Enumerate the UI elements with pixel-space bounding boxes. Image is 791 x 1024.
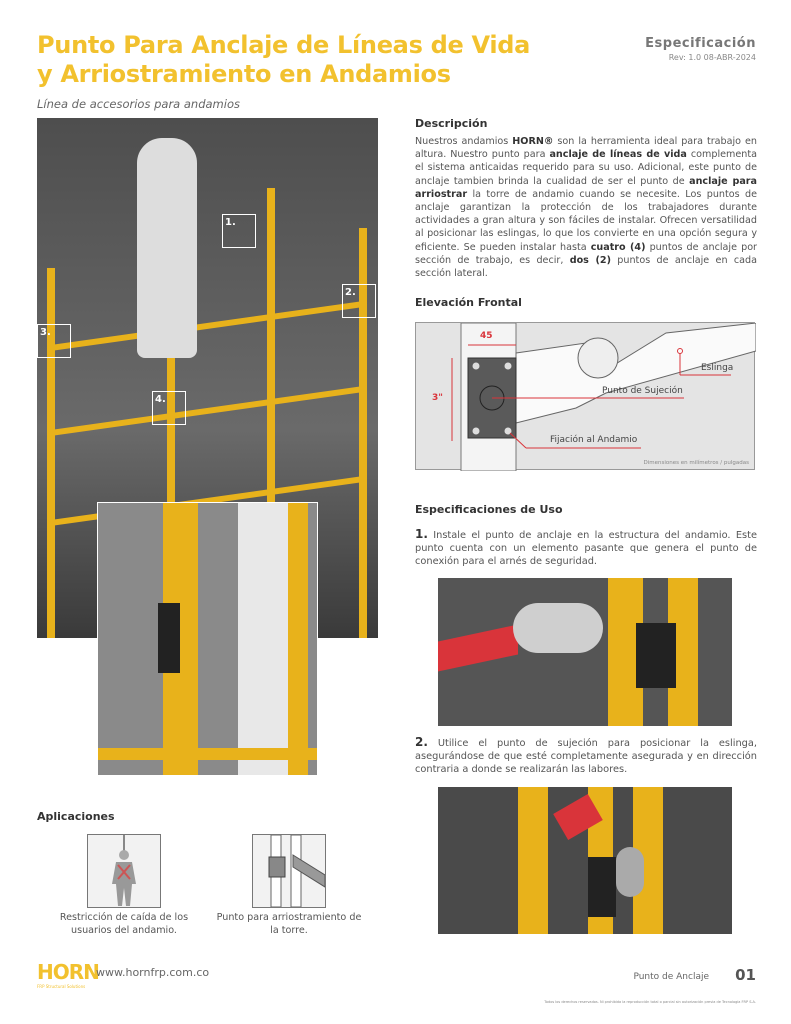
- label-sling: Eslinga: [701, 363, 734, 373]
- description-section: Descripción Nuestros andamios HORN® son …: [415, 117, 757, 280]
- worker-harness-icon: [87, 834, 161, 908]
- revision: Rev: 1.0 08-ABR-2024: [668, 53, 756, 62]
- application-fall-restraint: Restricción de caída de los usuarios del…: [49, 834, 199, 937]
- description-text: Nuestros andamios HORN® son la herramien…: [415, 136, 758, 280]
- page-label: Punto de Anclaje: [633, 972, 709, 982]
- label-point: Punto de Sujeción: [602, 386, 683, 396]
- label-fixing: Fijación al Andamio: [550, 435, 638, 445]
- dimensions-note: Dimensiones en milímetros / pulgadas: [643, 460, 749, 466]
- page-number: 01: [735, 966, 756, 984]
- elevation-diagram: 45 3" Eslinga Punto de Sujeción Fijación…: [415, 322, 756, 471]
- dim-height: 3": [432, 393, 443, 403]
- badge-3: 3.: [37, 324, 71, 358]
- application-bracing: Punto para arriostramiento de la torre.: [214, 834, 364, 937]
- legal-notice: Todos los derechos reservados. Ni prohib…: [544, 1000, 756, 1004]
- usage-step-1: 1. Instale el punto de anclaje en la est…: [415, 527, 757, 568]
- step-2-photo: [438, 787, 732, 934]
- dim-width: 45: [480, 331, 493, 341]
- applications-heading: Aplicaciones: [37, 810, 115, 823]
- usage-step-2: 2. Utilice el punto de sujeción para pos…: [415, 735, 757, 776]
- website-link[interactable]: www.hornfrp.com.co: [96, 966, 210, 979]
- usage-heading: Especificaciones de Uso: [415, 503, 563, 516]
- subtitle: Línea de accesorios para andamios: [37, 97, 240, 111]
- elevation-heading: Elevación Frontal: [415, 296, 522, 309]
- description-heading: Descripción: [415, 117, 488, 130]
- badge-1: 1.: [222, 214, 256, 248]
- bracing-point-icon: [252, 834, 326, 908]
- step-1-photo: [438, 578, 732, 726]
- badge-2: 2.: [342, 284, 376, 318]
- badge-4: 4.: [152, 391, 186, 425]
- inset-photo: [97, 502, 318, 776]
